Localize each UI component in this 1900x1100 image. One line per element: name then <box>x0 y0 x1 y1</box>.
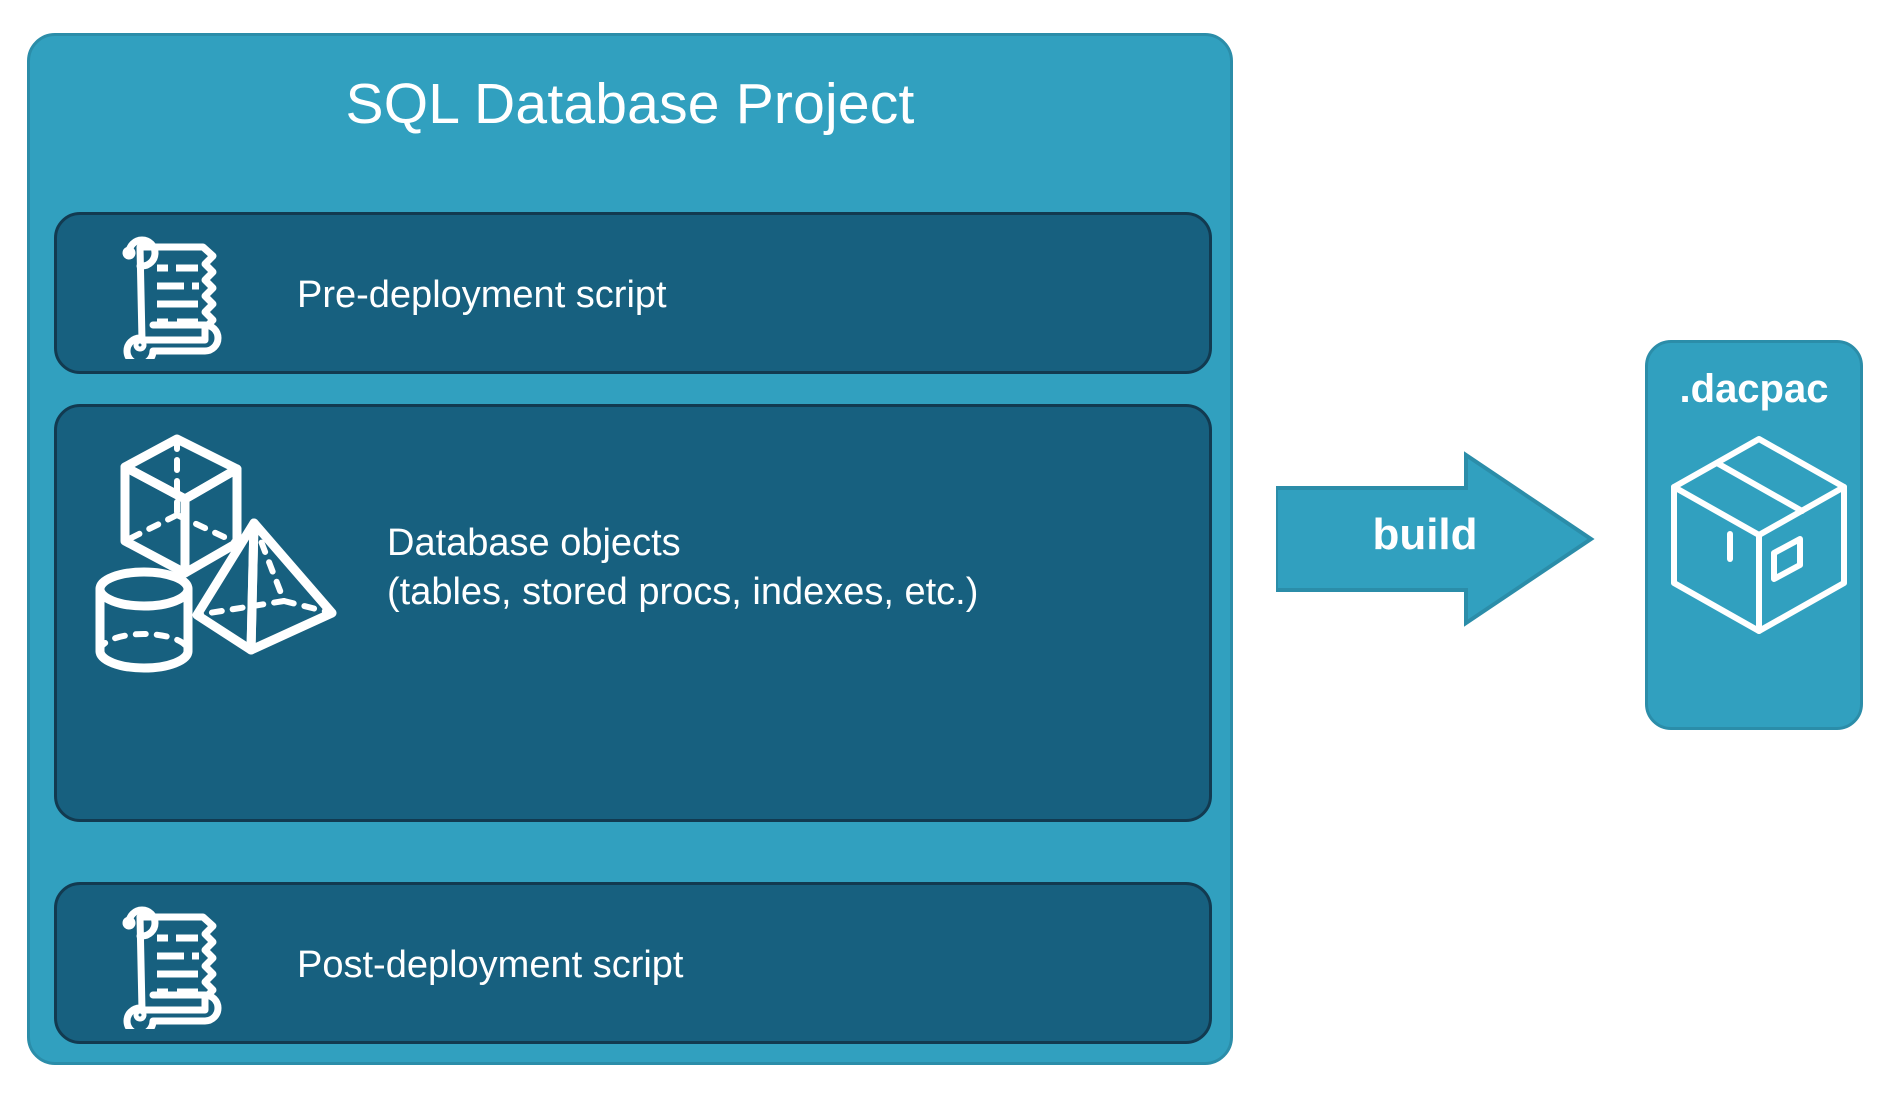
pyramid-hidden-edges <box>194 520 335 618</box>
package-box-icon <box>1671 436 1847 634</box>
page-title: SQL Database Project <box>345 72 915 136</box>
cube-hidden-edges <box>122 436 240 546</box>
build-label: build <box>1372 510 1478 559</box>
cube-icon <box>120 434 242 578</box>
panel-database-objects[interactable]: Database objects (tables, stored procs, … <box>54 404 1212 822</box>
scroll-icon <box>122 906 222 1029</box>
panel-pre-deployment-script[interactable]: Pre-deployment script <box>54 212 1212 374</box>
dacpac-output-container[interactable]: .dacpac <box>1645 340 1863 730</box>
arrow-right-icon <box>1276 451 1595 627</box>
sql-database-project-container: SQL Database Project <box>27 33 1233 1065</box>
panel-pre-deployment-label: Pre-deployment script <box>297 274 667 316</box>
panel-post-deployment-label: Post-deployment script <box>297 944 684 986</box>
panel-post-deployment-script[interactable]: Post-deployment script <box>54 882 1212 1044</box>
pyramid-icon <box>192 518 337 655</box>
cylinder-hidden-edge <box>97 631 191 654</box>
scroll-icon <box>122 236 222 359</box>
cylinder-icon <box>95 567 193 673</box>
dacpac-title: .dacpac <box>1679 367 1829 411</box>
panel-database-objects-label: Database objects (tables, stored procs, … <box>387 522 979 613</box>
3d-shapes-icon <box>95 434 337 673</box>
